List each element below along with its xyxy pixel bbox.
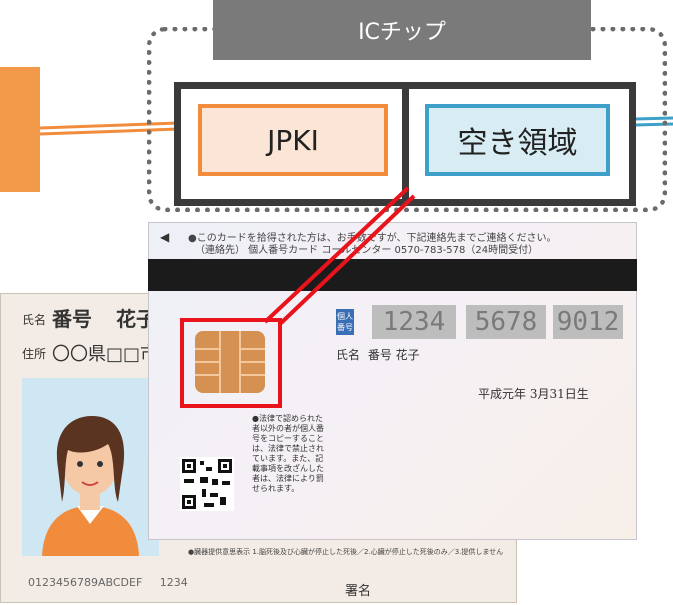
free-area: 空き領域	[425, 104, 610, 176]
back-name: 番号	[52, 307, 92, 331]
chip-highlight-box	[180, 318, 282, 408]
black-stripe	[148, 259, 637, 291]
back-card-code: 0123456789ABCDEF 1234	[28, 576, 188, 589]
triangle-arrow-icon: ◀	[160, 230, 170, 244]
number-group-2: 5678	[466, 305, 546, 339]
back-address-label: 住所	[22, 347, 47, 361]
back-card-code-value: 0123456789ABCDEF	[28, 576, 143, 589]
qr-pattern	[182, 459, 232, 509]
organ-donation-text: ●臓器提供意思表示 1.脳死後及び心臓が停止した死後／2.心臓が停止した死後のみ…	[188, 548, 504, 556]
chip-pad-lines	[195, 331, 265, 393]
number-group-3: 9012	[553, 305, 623, 339]
number-group-1: 1234	[372, 305, 456, 339]
portrait-photo	[22, 378, 159, 556]
front-name-label: 氏名	[336, 348, 361, 362]
front-name: 氏名 番号 花子	[336, 346, 420, 363]
birth-date: 平成元年 3月31日生	[478, 387, 589, 401]
legal-warning: ●法律で認められた者以外の者が個人番号をコピーすることは、法律で禁止されています…	[252, 414, 324, 493]
ic-chip-title: ICチップ	[213, 0, 591, 60]
signature-label: 署名	[345, 584, 372, 599]
back-name-label: 氏名	[22, 313, 47, 327]
front-name-value: 番号 花子	[367, 348, 420, 362]
number-badge: 個人番号	[336, 309, 354, 335]
jpki-area: JPKI	[198, 104, 388, 176]
orange-side-tab	[0, 67, 40, 192]
contact-line-2: （連絡先） 個人番号カード コールセンター 0570-783-578（24時間受…	[195, 245, 539, 256]
chip-divider	[402, 82, 409, 206]
chip-contact-pad	[195, 331, 265, 393]
qr-code-icon	[180, 457, 234, 511]
portrait-illustration	[22, 378, 159, 556]
back-address: 〇〇県□□市	[52, 344, 159, 365]
back-card-code-suffix: 1234	[159, 576, 188, 589]
